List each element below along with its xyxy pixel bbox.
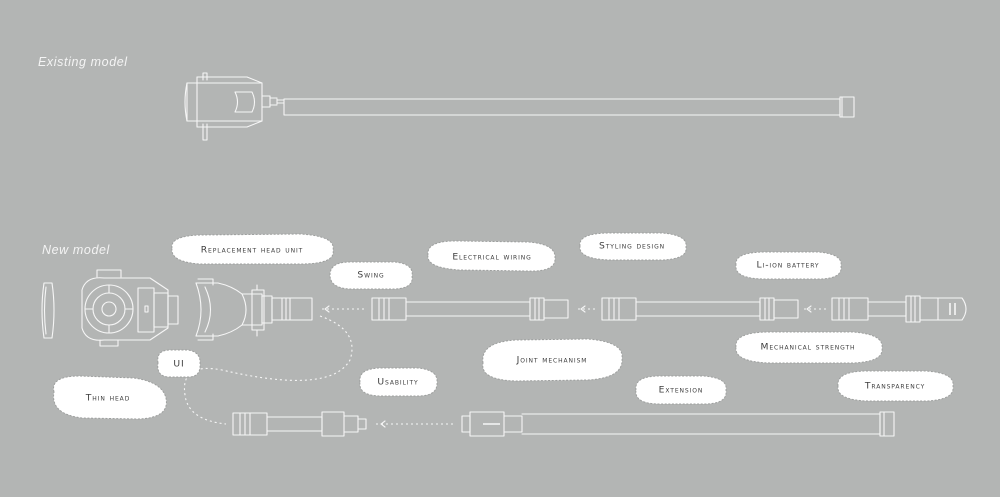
label-styling-design: Styling design bbox=[579, 232, 687, 261]
label-mechanical-strength: Mechanical strength bbox=[735, 331, 883, 364]
label-replacement-head-unit: Replacement head unit bbox=[171, 233, 334, 265]
svg-text:Electrical wiring: Electrical wiring bbox=[452, 252, 531, 263]
svg-text:UI: UI bbox=[173, 359, 184, 370]
label-joint-mechanism: Joint mechanism bbox=[482, 338, 623, 382]
label-thin-head: Thin head bbox=[53, 375, 167, 420]
svg-text:Joint mechanism: Joint mechanism bbox=[516, 355, 588, 366]
styling-design-shaft bbox=[601, 297, 799, 321]
svg-text:Replacement head unit: Replacement head unit bbox=[201, 245, 303, 256]
svg-text:Usability: Usability bbox=[377, 377, 418, 388]
label-electrical-wiring: Electrical wiring bbox=[427, 240, 556, 272]
svg-text:Swing: Swing bbox=[357, 270, 384, 281]
electrical-wiring-shaft bbox=[371, 297, 569, 321]
joint-mechanism-part bbox=[232, 411, 367, 437]
label-usability: Usability bbox=[359, 367, 438, 397]
label-transparency: Transparency bbox=[837, 370, 954, 402]
ui-head-part bbox=[81, 269, 179, 347]
li-ion-battery-part bbox=[831, 295, 967, 323]
svg-text:Li-ion battery: Li-ion battery bbox=[757, 260, 820, 271]
svg-text:Mechanical strength: Mechanical strength bbox=[761, 342, 856, 353]
svg-text:Styling design: Styling design bbox=[599, 241, 665, 252]
label-swing: Swing bbox=[329, 261, 413, 290]
svg-text:Thin head: Thin head bbox=[85, 393, 130, 404]
connector-usability bbox=[183, 315, 353, 425]
label-extension: Extension bbox=[635, 375, 727, 405]
existing-model-title: Existing model bbox=[38, 55, 128, 69]
existing-model-illustration bbox=[184, 72, 855, 141]
replacement-head-unit-part bbox=[195, 278, 313, 341]
thin-head-part bbox=[41, 282, 55, 339]
label-li-ion-battery: Li-ion battery bbox=[735, 251, 842, 280]
extension-part bbox=[461, 411, 895, 437]
svg-text:Transparency: Transparency bbox=[864, 381, 925, 392]
svg-text:Extension: Extension bbox=[659, 385, 704, 396]
label-ui: UI bbox=[157, 349, 201, 378]
new-model-title: New model bbox=[42, 243, 110, 257]
